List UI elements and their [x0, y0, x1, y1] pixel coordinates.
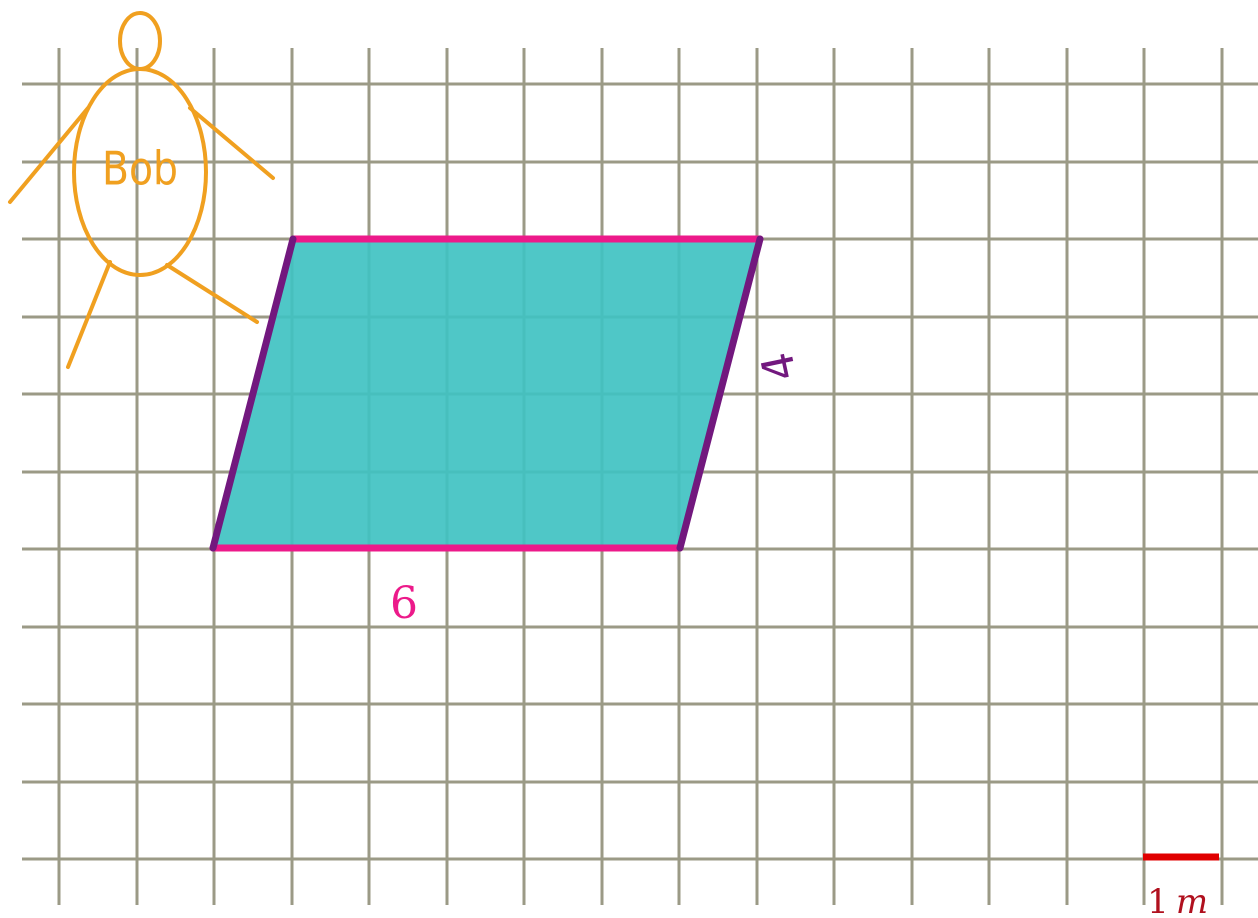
bob-left-leg	[66, 260, 112, 369]
parallelogram-left-edge	[209, 235, 297, 552]
scale-unit: m	[1176, 882, 1208, 918]
bob-figure: Bob	[8, 11, 275, 369]
square-grid	[22, 48, 1258, 905]
parallelogram-right-edge	[676, 235, 764, 552]
base-length-label: 6	[390, 578, 418, 629]
scale-indicator: 1 m	[1143, 853, 1219, 918]
bob-left-arm	[8, 106, 90, 204]
bob-name-label: Bob	[102, 142, 178, 196]
bob-right-arm	[188, 106, 275, 180]
bob-right-leg	[165, 263, 259, 324]
side-length-label: 4	[752, 348, 808, 386]
bob-body	[72, 67, 208, 277]
bob-head	[118, 11, 162, 71]
parallelogram-fill	[213, 239, 760, 548]
scale-number: 1	[1147, 882, 1169, 918]
